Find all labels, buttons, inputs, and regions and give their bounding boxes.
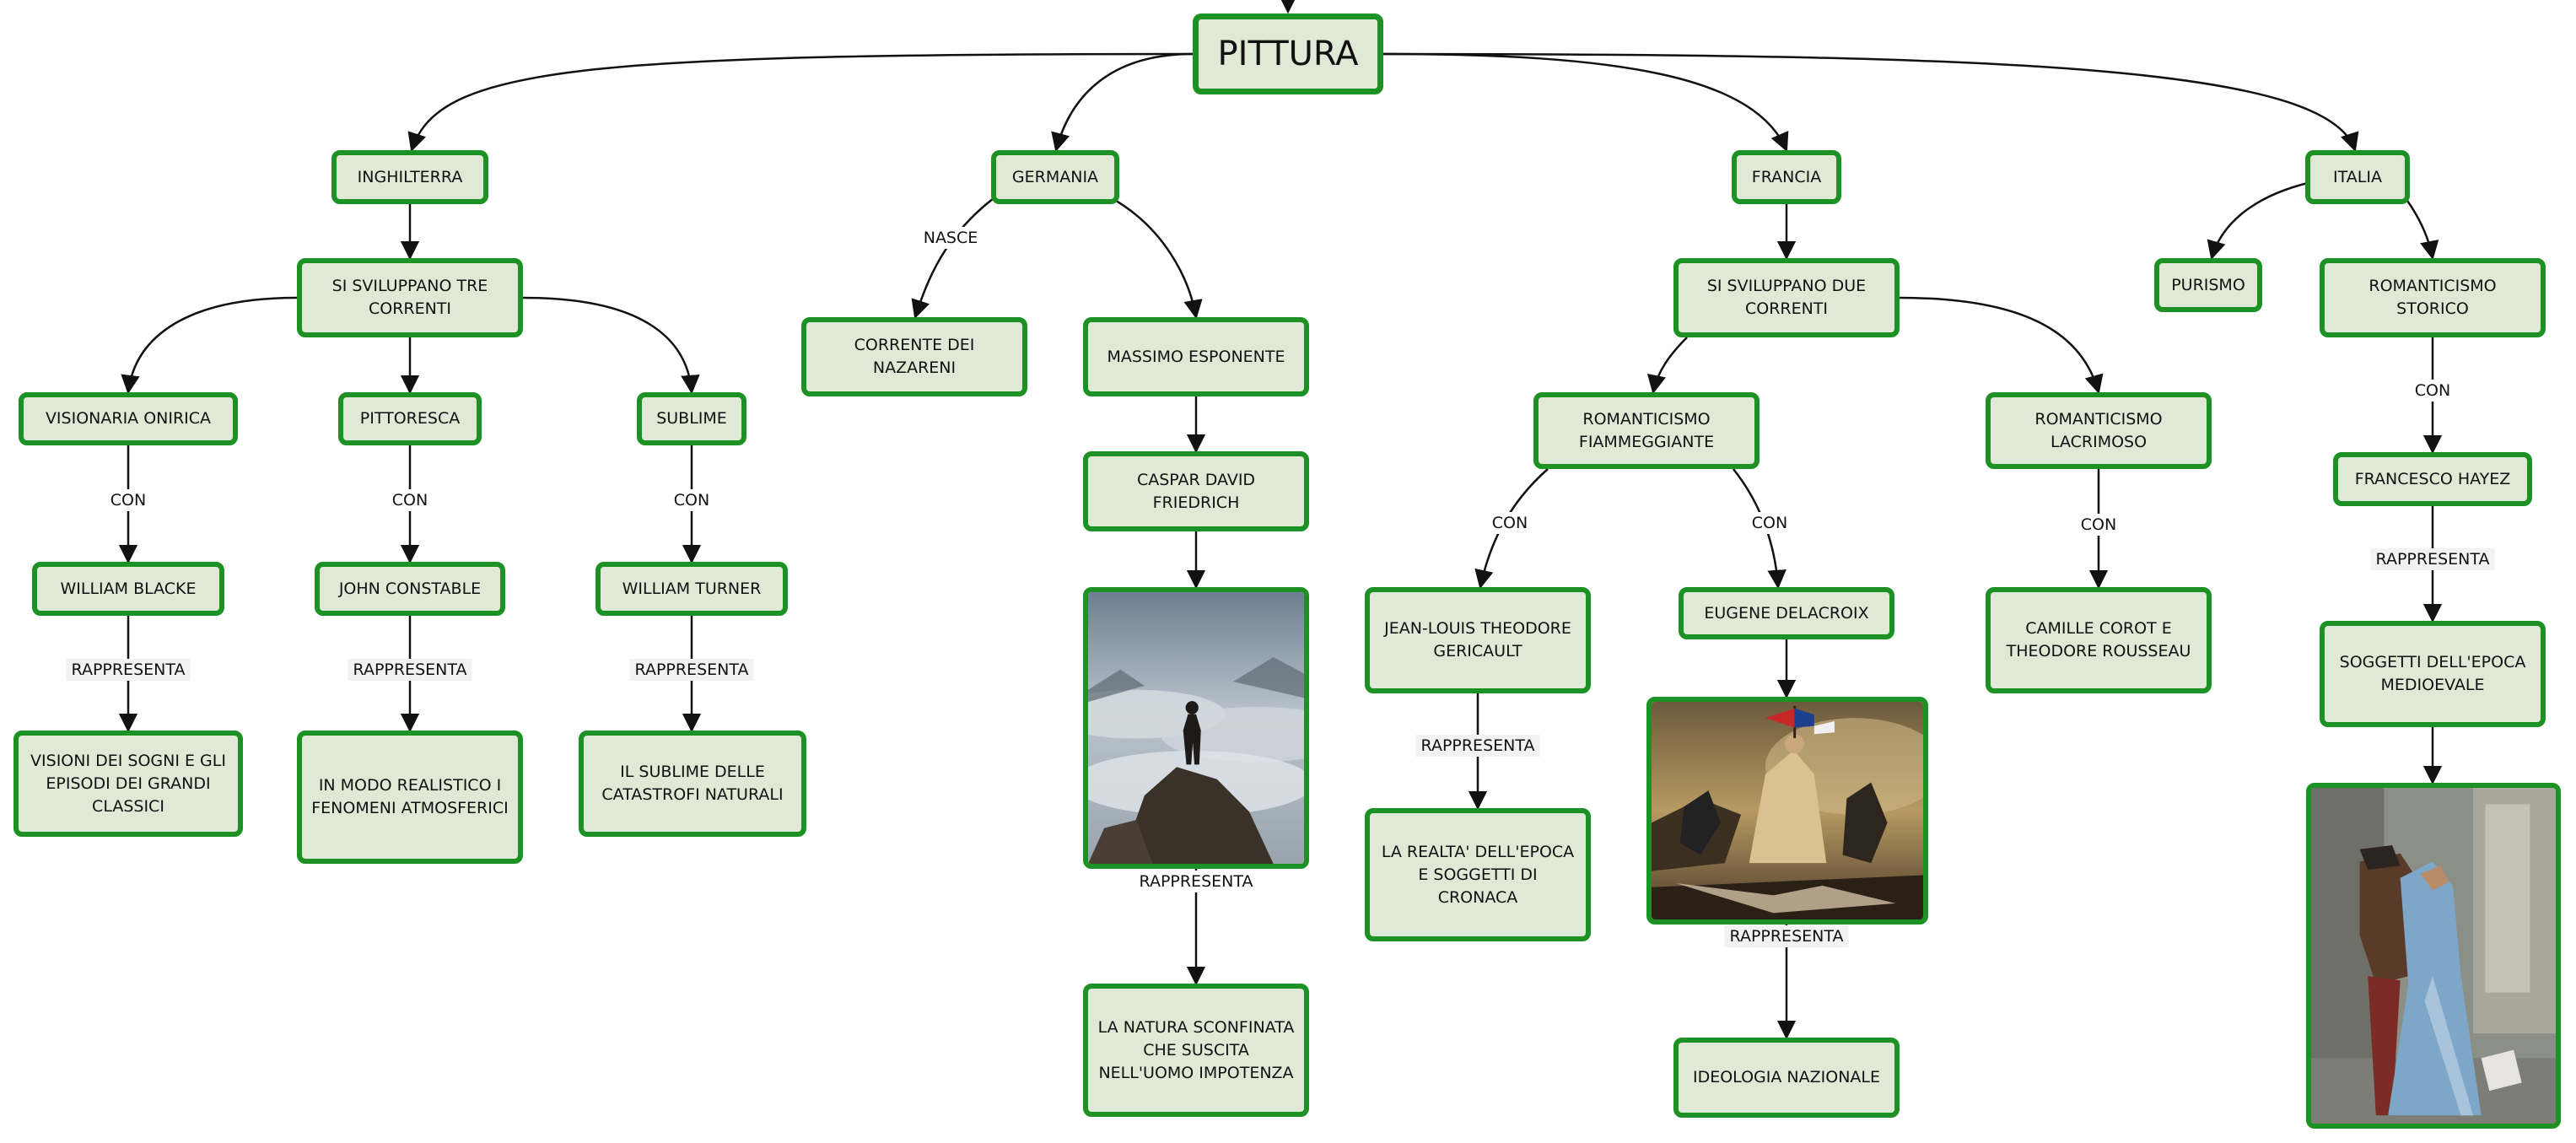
label-nasce: NASCE xyxy=(918,227,984,249)
node-purismo[interactable]: PURISMO xyxy=(2154,258,2262,312)
node-corrente-nazareni[interactable]: CORRENTE DEI NAZARENI xyxy=(801,317,1027,396)
label-con-turner: CON xyxy=(668,489,715,511)
edge-pittura-inghilterra xyxy=(407,52,1194,153)
edge-pittura-italia xyxy=(1382,52,2359,153)
node-romanticismo-lacrimoso[interactable]: ROMANTICISMO LACRIMOSO xyxy=(1986,392,2212,469)
node-john-constable[interactable]: JOHN CONSTABLE xyxy=(315,562,505,616)
edge-italia-purismo xyxy=(2207,181,2312,261)
label-con-constable: CON xyxy=(386,489,434,511)
label-con-blacke: CON xyxy=(105,489,152,511)
node-pittura[interactable]: PITTURA xyxy=(1193,13,1383,94)
node-romanticismo-storico[interactable]: ROMANTICISMO STORICO xyxy=(2320,258,2546,337)
node-visionaria-onirica[interactable]: VISIONARIA ONIRICA xyxy=(19,392,238,445)
node-pittoresca[interactable]: PITTORESCA xyxy=(338,392,482,445)
node-natura-sconfinata[interactable]: LA NATURA SCONFINATA CHE SUSCITA NELL'UO… xyxy=(1083,984,1309,1117)
label-con-corot: CON xyxy=(2075,514,2122,536)
node-sublime[interactable]: SUBLIME xyxy=(637,392,746,445)
node-due-correnti[interactable]: SI SVILUPPANO DUE CORRENTI xyxy=(1673,258,1900,337)
wanderer-painting-image xyxy=(1088,592,1304,864)
painting-liberty-leading-the-people xyxy=(1646,697,1928,925)
node-william-turner[interactable]: WILLIAM TURNER xyxy=(595,562,788,616)
label-rappresenta-hayez: RAPPRESENTA xyxy=(2370,548,2495,570)
node-francesco-hayez[interactable]: FRANCESCO HAYEZ xyxy=(2333,452,2532,506)
edge-tre-visionaria xyxy=(121,296,298,395)
label-con-delacroix: CON xyxy=(1746,512,1793,534)
node-massimo-esponente[interactable]: MASSIMO ESPONENTE xyxy=(1083,317,1309,396)
liberty-painting-image xyxy=(1652,702,1923,919)
node-germania[interactable]: GERMANIA xyxy=(991,150,1119,204)
edge-germania-massimo xyxy=(1111,197,1203,320)
painting-the-kiss xyxy=(2306,783,2561,1129)
edge-due-lacrimoso xyxy=(1899,296,2104,395)
node-sublime-catastrofi[interactable]: IL SUBLIME DELLE CATASTROFI NATURALI xyxy=(579,731,806,837)
label-rappresenta-constable: RAPPRESENTA xyxy=(348,659,472,681)
node-modo-realistico[interactable]: IN MODO REALISTICO I FENOMENI ATMOSFERIC… xyxy=(297,731,523,864)
kiss-painting-image xyxy=(2311,788,2556,1124)
label-con-hayez: CON xyxy=(2409,380,2456,402)
node-realta-epoca[interactable]: LA REALTA' DELL'EPOCA E SOGGETTI DI CRON… xyxy=(1365,808,1591,941)
node-william-blacke[interactable]: WILLIAM BLACKE xyxy=(32,562,224,616)
painting-wanderer-above-sea-of-fog xyxy=(1083,587,1309,869)
edge-italia-storico xyxy=(2404,197,2439,261)
node-caspar-david-friedrich[interactable]: CASPAR DAVID FRIEDRICH xyxy=(1083,451,1309,531)
node-corot-rousseau[interactable]: CAMILLE COROT E THEODORE ROUSSEAU xyxy=(1986,587,2212,693)
node-francia[interactable]: FRANCIA xyxy=(1732,150,1841,204)
label-rappresenta-blacke: RAPPRESENTA xyxy=(66,659,191,681)
node-visioni-sogni[interactable]: VISIONI DEI SOGNI E GLI EPISODI DEI GRAN… xyxy=(13,731,243,837)
node-romanticismo-fiammeggiante[interactable]: ROMANTICISMO FIAMMEGGIANTE xyxy=(1533,392,1760,469)
label-rappresenta-turner: RAPPRESENTA xyxy=(629,659,754,681)
node-tre-correnti[interactable]: SI SVILUPPANO TRE CORRENTI xyxy=(297,258,523,337)
node-italia[interactable]: ITALIA xyxy=(2305,150,2410,204)
node-inghilterra[interactable]: INGHILTERRA xyxy=(331,150,488,204)
label-rappresenta-gericault: RAPPRESENTA xyxy=(1415,735,1540,757)
edge-due-fiammeggiante xyxy=(1646,337,1688,395)
edge-pittura-francia xyxy=(1382,52,1789,153)
node-ideologia-nazionale[interactable]: IDEOLOGIA NAZIONALE xyxy=(1673,1038,1900,1118)
label-rappresenta-delacroix: RAPPRESENTA xyxy=(1724,925,1849,947)
node-eugene-delacroix[interactable]: EUGENE DELACROIX xyxy=(1679,587,1894,639)
edge-tre-sublime xyxy=(522,296,700,395)
label-con-gericault: CON xyxy=(1486,512,1533,534)
node-soggetti-medioevale[interactable]: SOGGETTI DELL'EPOCA MEDIOEVALE xyxy=(2320,621,2546,727)
node-gericault[interactable]: JEAN-LOUIS THEODORE GERICAULT xyxy=(1365,587,1591,693)
label-rappresenta-friedrich: RAPPRESENTA xyxy=(1134,871,1258,892)
edge-pittura-germania xyxy=(1051,52,1194,153)
edge-germania-nazareni xyxy=(911,197,994,320)
